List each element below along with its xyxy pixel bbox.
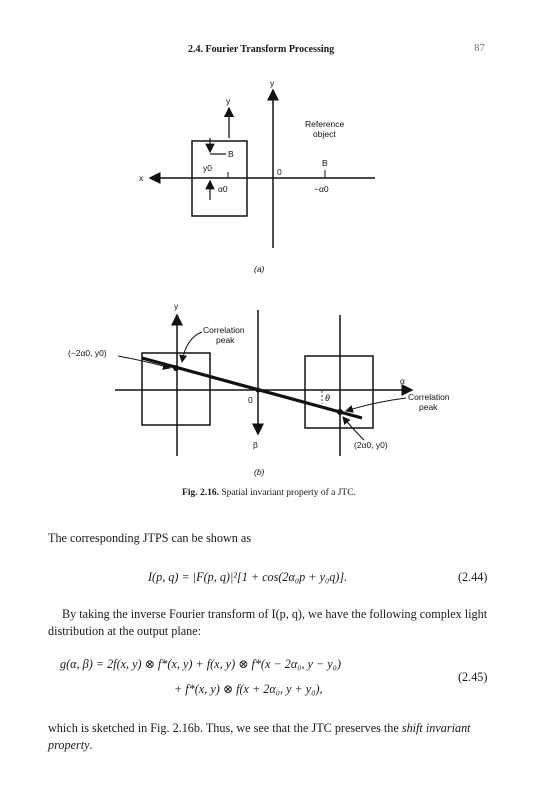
fig-b-right-point-label: (2α0, y0) (354, 440, 388, 450)
fig-b-corr-top-line2: peak (216, 335, 235, 345)
figure-a: y x y B y0 α0 0 Reference object B −α0 (… (139, 78, 375, 274)
paragraph-3-italic: shift invariant property (48, 721, 471, 752)
equation-2-44-number: (2.44) (458, 570, 488, 584)
fig-b-right-box (304, 355, 374, 429)
fig-b-origin-label: 0 (248, 395, 253, 405)
fig-a-b-left-label: B (228, 149, 234, 159)
fig-b-alpha-label: α (400, 376, 405, 386)
figure-caption-label: Fig. 2.16. (182, 488, 219, 498)
equation-2-45-line2: + f*(x, y) ⊗ f(x + 2α₀, y + y₀), (174, 682, 323, 697)
fig-b-corr-top-leader (179, 331, 203, 363)
running-head: 2.4. Fourier Transform Processing (188, 44, 335, 55)
figure-caption-text: Spatial invariant property of a JTC. (221, 488, 356, 498)
fig-a-minus-alpha0-label: −α0 (314, 184, 329, 194)
equation-2-44-body: I(p, q) = |F(p, q)|²[1 + cos(2α₀p + y₀q)… (148, 570, 348, 584)
paragraph-1: The corresponding JTPS can be shown as (48, 531, 252, 545)
fig-a-object-box (191, 140, 248, 217)
fig-b-y-label: y (174, 301, 179, 311)
figure-caption: Fig. 2.16. Spatial invariant property of… (0, 488, 538, 498)
fig-b-left-point-leader (117, 355, 171, 370)
fig-a-b-right-label: B (322, 158, 328, 168)
page-number: 87 (474, 42, 485, 54)
fig-a-origin-label: 0 (277, 167, 282, 177)
fig-b-right-peak-dot (337, 409, 343, 415)
fig-a-panel-label: (a) (254, 264, 265, 274)
fig-b-corr-right-line2: peak (419, 402, 438, 412)
fig-b-corr-right-line1: Correlation (408, 392, 450, 402)
fig-b-right-point-leader (342, 416, 365, 441)
fig-a-y-inner-label: y (226, 96, 231, 106)
paragraph-3: which is sketched in Fig. 2.16b. Thus, w… (48, 720, 490, 754)
paragraph-2: By taking the inverse Fourier transform … (48, 607, 488, 638)
fig-a-y-top-label: y (270, 78, 275, 88)
equation-2-44: I(p, q) = |F(p, q)|²[1 + cos(2α₀p + y₀q)… (148, 570, 347, 585)
fig-b-center-dot (255, 387, 261, 393)
equation-2-45-line2-body: + f*(x, y) ⊗ f(x + 2α₀, y + y₀), (174, 682, 323, 696)
fig-b-left-point-label: (−2α0, y0) (68, 348, 107, 358)
equation-2-45-line1: g(α, β) = 2f(x, y) ⊗ f*(x, y) + f(x, y) … (60, 657, 341, 672)
fig-b-left-peak-dot (173, 365, 179, 371)
fig-b-theta-label: θ (325, 393, 330, 403)
fig-b-beta-label: β (253, 440, 258, 450)
figure-2-16: y x y B y0 α0 0 Reference object B −α0 (… (68, 78, 450, 477)
fig-b-panel-label: (b) (254, 467, 265, 477)
fig-a-object-label: object (313, 129, 336, 139)
figure-b: y β α θ 0 Correlation peak (−2α0, y0) Co… (68, 301, 450, 477)
fig-a-y0-label: y0 (203, 163, 212, 173)
fig-b-corr-top-line1: Correlation (203, 325, 245, 335)
equation-2-45-line1-body: g(α, β) = 2f(x, y) ⊗ f*(x, y) + f(x, y) … (60, 657, 341, 671)
fig-a-alpha0-label: α0 (218, 184, 228, 194)
equation-2-45-number: (2.45) (458, 670, 488, 684)
fig-a-x-label: x (139, 173, 144, 183)
fig-a-reference-label: Reference (305, 119, 344, 129)
fig-b-left-box (141, 352, 211, 426)
paragraph-3-prefix: which is sketched in Fig. 2.16b. Thus, w… (48, 721, 402, 735)
fig-b-corr-right-leader (345, 397, 407, 413)
paragraph-3-suffix: . (89, 738, 93, 752)
